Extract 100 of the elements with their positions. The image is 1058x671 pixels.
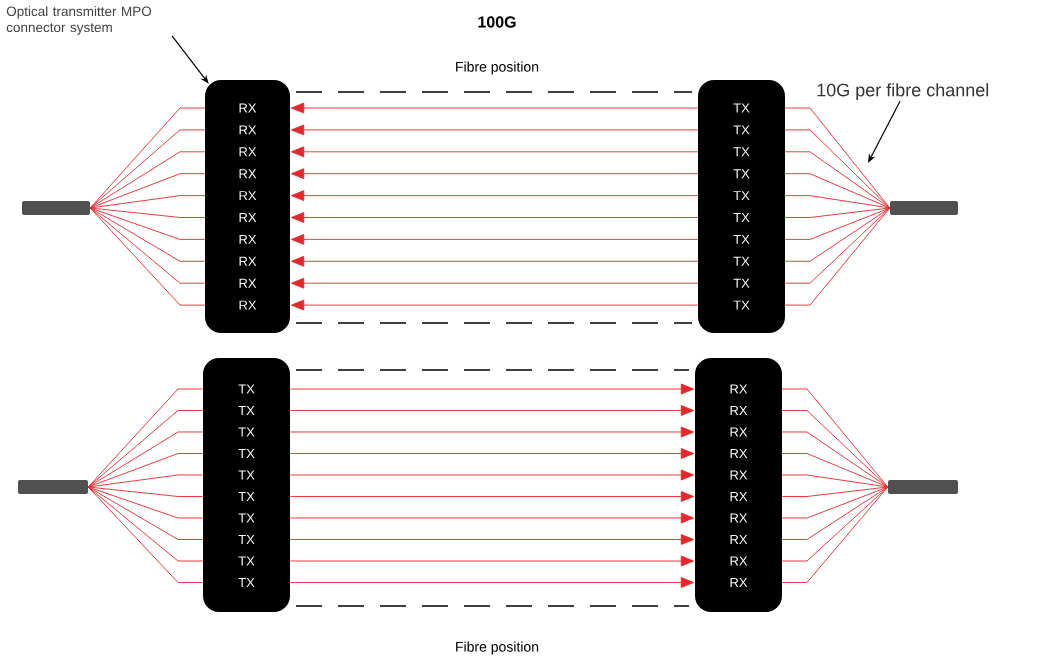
fan-out-fibre (784, 207, 891, 240)
optical-fibre (289, 405, 695, 416)
optical-fibre (289, 491, 695, 502)
optical-fibre (291, 102, 699, 114)
fan-out-fibre (781, 486, 889, 583)
port-label: RX (239, 278, 257, 288)
optical-fibre (291, 255, 699, 267)
port-label: TX (733, 256, 750, 266)
port-label: RX (239, 256, 257, 266)
fan-out-fibre (784, 207, 891, 306)
port-label: TX (238, 470, 255, 480)
fibre-cable (890, 201, 958, 215)
optical-fibre (291, 168, 699, 180)
port-label: TX (238, 513, 255, 523)
fan-out-fibre (781, 410, 889, 488)
fan-out-fibre (781, 474, 889, 488)
axis-label: Fibre position (456, 61, 539, 75)
port-label: RX (730, 427, 748, 437)
port-label: TX (733, 300, 750, 310)
fan-out-fibre (781, 388, 889, 488)
optical-fibre (289, 469, 695, 481)
fibre-cable (22, 201, 90, 215)
fan-out-fibre (784, 173, 891, 209)
optical-fibre (289, 448, 695, 459)
optical-fibre (289, 577, 695, 588)
optical-fibre (291, 234, 699, 245)
callout-text: Optical transmitter MPO connector system (6, 6, 152, 35)
port-label: RX (239, 169, 257, 179)
port-label: TX (733, 103, 750, 113)
callout-text: 10G per fibre channel (817, 83, 989, 100)
port-label: RX (239, 191, 257, 201)
optical-fibre (289, 426, 695, 438)
fan-out-fibre (89, 195, 206, 209)
fan-out-fibre (89, 207, 206, 284)
port-label: TX (733, 213, 750, 222)
fan-out-fibre (784, 151, 891, 209)
fan-out-fibre (87, 486, 204, 497)
optical-fibre (291, 299, 699, 311)
port-label: RX (239, 147, 257, 157)
port-label: TX (238, 535, 255, 544)
leader-arrow (868, 100, 901, 163)
fan-out-fibre (89, 129, 206, 209)
fan-out-fibre (784, 207, 891, 284)
fan-out-fibre (87, 486, 204, 540)
leader-arrow (171, 35, 209, 84)
optical-fibre (291, 124, 699, 136)
port-label: RX (239, 234, 257, 244)
fan-out-fibre (784, 107, 891, 209)
port-label: RX (239, 300, 257, 310)
port-label: RX (730, 406, 748, 415)
port-label: TX (733, 278, 750, 288)
fan-out-fibre (89, 207, 206, 262)
port-label: RX (239, 213, 257, 222)
port-label: TX (238, 406, 255, 415)
fan-out-fibre (87, 431, 204, 488)
port-label: TX (238, 427, 255, 437)
fan-out-fibre (89, 207, 206, 240)
optical-fibre (291, 277, 699, 289)
port-label: RX (730, 384, 748, 394)
optical-fibre (291, 212, 699, 223)
port-label: RX (730, 513, 748, 523)
fan-out-fibre (781, 486, 889, 497)
port-label: RX (730, 470, 748, 480)
fan-out-fibre (87, 453, 204, 488)
optical-fibre (289, 555, 695, 567)
fibre-cable (888, 480, 958, 494)
port-label: RX (730, 556, 748, 566)
fan-out-fibre (87, 486, 204, 519)
port-label: TX (238, 449, 255, 458)
fan-out-fibre (784, 207, 891, 218)
fan-out-fibre (781, 431, 889, 488)
fan-out-fibre (89, 207, 206, 218)
fan-out-fibre (89, 207, 206, 306)
fan-out-fibre (781, 486, 889, 562)
optical-fibre (289, 383, 695, 395)
fibre-cable (18, 480, 88, 494)
port-label: TX (238, 492, 255, 501)
fan-out-fibre (784, 195, 891, 209)
fan-out-fibre (784, 129, 891, 209)
fan-out-fibre (89, 151, 206, 209)
axis-label: Fibre position (456, 641, 539, 655)
port-label: RX (730, 449, 748, 458)
port-label: TX (733, 169, 750, 179)
optical-fibre (289, 534, 695, 545)
optical-fibre (291, 190, 699, 201)
fan-out-fibre (781, 453, 889, 488)
fan-out-fibre (89, 173, 206, 209)
port-label: TX (238, 384, 255, 394)
title: 100G (478, 16, 516, 28)
port-label: RX (730, 578, 748, 587)
port-label: TX (733, 125, 750, 135)
port-label: TX (238, 578, 255, 587)
port-label: TX (733, 234, 750, 244)
fan-out-fibre (781, 486, 889, 519)
port-label: RX (730, 535, 748, 544)
port-label: RX (239, 103, 257, 113)
port-label: TX (238, 556, 255, 566)
fan-out-fibre (87, 486, 204, 583)
port-label: TX (733, 147, 750, 157)
optical-fibre (291, 146, 699, 158)
